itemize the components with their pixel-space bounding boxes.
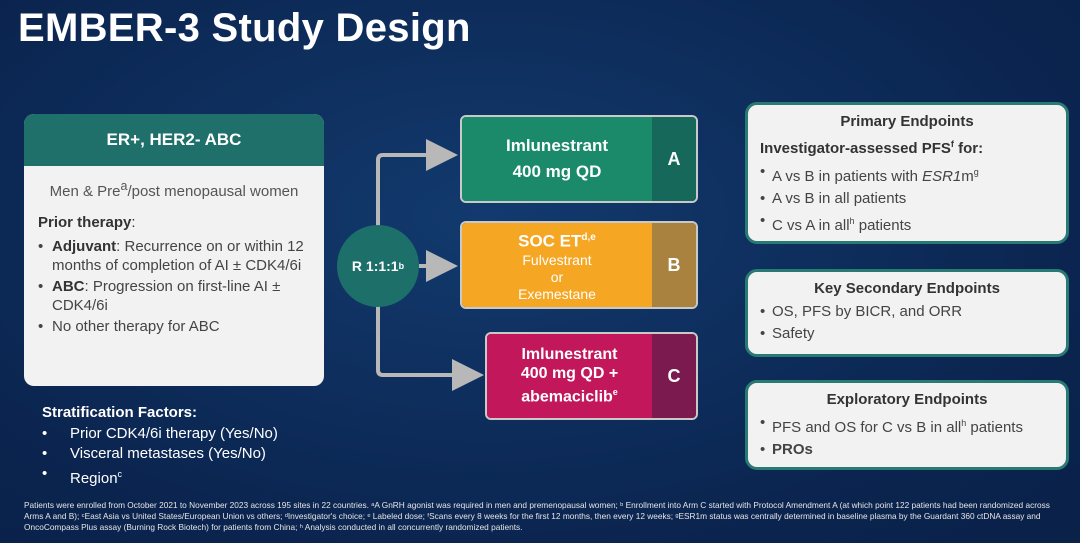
list-item: OS, PFS by BICR, and ORR xyxy=(760,301,1054,323)
population-box: ER+, HER2- ABC Men & Prea/post menopausa… xyxy=(24,114,324,386)
arm-a-box: Imlunestrant 400 mg QD A xyxy=(460,115,698,203)
arrow-to-arm-c xyxy=(376,305,484,391)
list-item: No other therapy for ABC xyxy=(38,317,310,336)
arm-c-treatment: Imlunestrant 400 mg QD + abemaciclibe xyxy=(487,334,652,418)
footnote: Patients were enrolled from October 2021… xyxy=(24,500,1050,532)
arm-c-box: Imlunestrant 400 mg QD + abemaciclibe C xyxy=(485,332,698,420)
arm-a-letter: A xyxy=(652,117,696,201)
list-item: Regionc xyxy=(42,464,278,489)
list-item: Adjuvant: Recurrence on or within 12 mon… xyxy=(38,237,310,275)
arm-a-treatment: Imlunestrant 400 mg QD xyxy=(462,117,652,201)
stratification-title: Stratification Factors: xyxy=(42,404,198,421)
population-subtitle: Men & Prea/post menopausal women xyxy=(49,179,299,200)
population-body: Men & Prea/post menopausal women Prior t… xyxy=(24,166,324,348)
arm-b-box: SOC ETd,e Fulvestrant or Exemestane B xyxy=(460,221,698,309)
list-item: PFS and OS for C vs B in allh patients xyxy=(760,412,1054,439)
prior-therapy-list: Adjuvant: Recurrence on or within 12 mon… xyxy=(38,237,310,336)
arm-b-letter: B xyxy=(652,223,696,307)
exploratory-endpoints-box: Exploratory Endpoints PFS and OS for C v… xyxy=(745,380,1069,470)
primary-endpoints-subtitle: Investigator-assessed PFSf for: xyxy=(760,139,984,157)
list-item: A vs B in all patients xyxy=(760,188,1054,210)
list-item: A vs B in patients with ESR1mg xyxy=(760,161,1054,188)
list-item: C vs A in allh patients xyxy=(760,210,1054,237)
arm-b-treatment: SOC ETd,e Fulvestrant or Exemestane xyxy=(462,223,652,307)
primary-endpoints-title: Primary Endpoints xyxy=(840,113,974,130)
page-title: EMBER-3 Study Design xyxy=(18,6,471,50)
exploratory-endpoints-title: Exploratory Endpoints xyxy=(826,391,988,408)
prior-therapy-label: Prior therapy: xyxy=(38,214,136,231)
secondary-endpoints-title: Key Secondary Endpoints xyxy=(814,280,1000,297)
list-item: PROs xyxy=(760,439,1054,461)
arrow-to-arm-a xyxy=(376,139,458,228)
list-item: Visceral metastases (Yes/No) xyxy=(42,444,278,464)
list-item: ABC: Progression on first-line AI ± CDK4… xyxy=(38,277,310,315)
primary-endpoints-box: Primary Endpoints Investigator-assessed … xyxy=(745,102,1069,244)
list-item: Prior CDK4/6i therapy (Yes/No) xyxy=(42,424,278,444)
stratification-factors: Stratification Factors: Prior CDK4/6i th… xyxy=(42,404,278,489)
list-item: Safety xyxy=(760,323,1054,345)
arm-c-letter: C xyxy=(652,334,696,418)
secondary-endpoints-box: Key Secondary Endpoints OS, PFS by BICR,… xyxy=(745,269,1069,357)
population-header: ER+, HER2- ABC xyxy=(24,114,324,166)
